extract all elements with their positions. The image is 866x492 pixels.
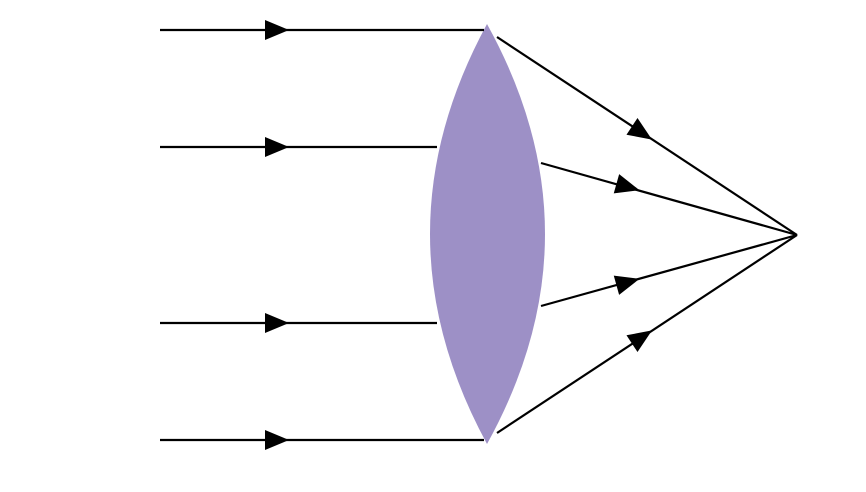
arrow-head-icon: [626, 118, 653, 140]
arrow-head-icon: [613, 275, 640, 295]
arrow-head-icon: [626, 330, 653, 352]
arrow-head-icon: [265, 430, 289, 450]
refracted-ray-2: [540, 161, 798, 237]
arrow-head-icon: [265, 313, 289, 333]
arrow-head-icon: [265, 137, 289, 157]
arrow-head-icon: [265, 20, 289, 40]
convex-lens: [430, 24, 545, 444]
arrow-head-icon: [613, 174, 640, 194]
refracted-ray-3: [540, 233, 798, 308]
